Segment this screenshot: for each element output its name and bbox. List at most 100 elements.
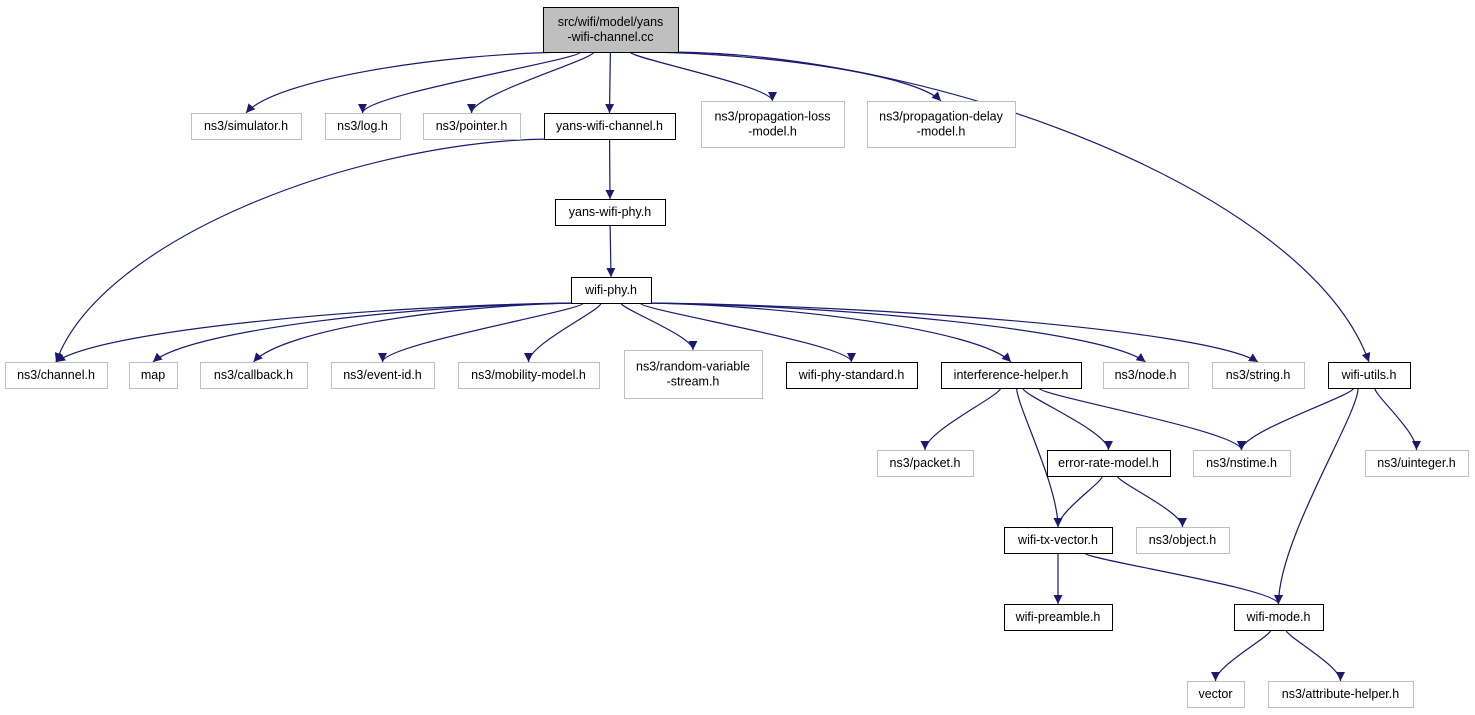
node-label: ns3/log.h bbox=[337, 119, 388, 133]
node-box bbox=[571, 277, 652, 304]
edge-wphy-to-wps bbox=[639, 302, 856, 363]
node-box bbox=[544, 113, 676, 140]
edge-path bbox=[671, 51, 1371, 363]
edge-path bbox=[1237, 387, 1355, 451]
edge-path bbox=[467, 51, 595, 114]
edge-path bbox=[1022, 387, 1113, 451]
node-label: ns3/nstime.h bbox=[1206, 456, 1277, 470]
node-box bbox=[941, 362, 1082, 389]
edge-path bbox=[650, 51, 942, 102]
node-label: ns3/packet.h bbox=[890, 456, 961, 470]
node-label: -model.h bbox=[917, 125, 966, 139]
edge-path bbox=[644, 302, 1146, 363]
node-box bbox=[555, 199, 666, 226]
edge-wutils-to-uinteger bbox=[1374, 387, 1421, 451]
node-label: ns3/simulator.h bbox=[204, 119, 288, 133]
edge-path bbox=[620, 302, 698, 351]
node-wps[interactable]: wifi-phy-standard.h bbox=[786, 362, 918, 389]
edge-path bbox=[606, 224, 616, 278]
node-box bbox=[701, 101, 845, 148]
node-box bbox=[1004, 527, 1113, 554]
node-txv[interactable]: wifi-tx-vector.h bbox=[1004, 527, 1113, 554]
edge-path bbox=[644, 302, 1012, 363]
edge-path bbox=[253, 302, 578, 363]
edge-wphy-to-string bbox=[644, 302, 1259, 363]
edge-root-to-pdm bbox=[650, 51, 942, 102]
node-box bbox=[331, 362, 435, 389]
node-ywc[interactable]: yans-wifi-channel.h bbox=[544, 113, 676, 140]
edge-path bbox=[1274, 387, 1359, 605]
edge-path bbox=[1016, 387, 1063, 528]
node-box bbox=[191, 113, 302, 140]
node-box bbox=[624, 350, 763, 399]
edge-wmode-to-attrh bbox=[1285, 629, 1345, 682]
edge-erm-to-object bbox=[1116, 475, 1187, 528]
node-box bbox=[458, 362, 600, 389]
edge-wphy-to-map bbox=[152, 302, 578, 363]
node-nstime: ns3/nstime.h bbox=[1193, 450, 1291, 477]
edge-wphy-to-channel bbox=[55, 302, 578, 363]
node-vector: vector bbox=[1187, 681, 1245, 708]
node-label: yans-wifi-phy.h bbox=[569, 205, 651, 219]
node-box bbox=[1004, 604, 1113, 631]
edge-path bbox=[152, 302, 578, 363]
node-box bbox=[5, 362, 108, 389]
edge-ih-to-packet bbox=[920, 387, 1002, 451]
node-pointer: ns3/pointer.h bbox=[423, 113, 521, 140]
edge-path bbox=[1116, 475, 1187, 528]
edge-erm-to-txv bbox=[1053, 475, 1104, 528]
edge-path bbox=[378, 302, 585, 363]
node-wphy[interactable]: wifi-phy.h bbox=[571, 277, 652, 304]
edge-wphy-to-eventid bbox=[378, 302, 585, 363]
node-root[interactable]: src/wifi/model/yans-wifi-channel.cc bbox=[543, 7, 679, 53]
edge-ih-to-erm bbox=[1022, 387, 1113, 451]
node-label: src/wifi/model/yans bbox=[558, 15, 664, 29]
node-label: wifi-mode.h bbox=[1246, 610, 1311, 624]
node-object: ns3/object.h bbox=[1136, 527, 1230, 554]
edge-path bbox=[1053, 475, 1104, 528]
edge-path bbox=[1211, 629, 1272, 682]
node-label: ns3/random-variable bbox=[636, 360, 750, 374]
node-label: -wifi-channel.cc bbox=[567, 30, 653, 44]
node-channel: ns3/channel.h bbox=[5, 362, 108, 389]
node-wutils[interactable]: wifi-utils.h bbox=[1328, 362, 1411, 389]
node-box bbox=[129, 362, 178, 389]
node-preamble[interactable]: wifi-preamble.h bbox=[1004, 604, 1113, 631]
node-label: ns3/string.h bbox=[1226, 368, 1291, 382]
node-label: ns3/node.h bbox=[1115, 368, 1177, 382]
edge-path bbox=[644, 302, 1259, 363]
node-box bbox=[1047, 450, 1171, 477]
node-mobility: ns3/mobility-model.h bbox=[458, 362, 600, 389]
node-box bbox=[867, 101, 1016, 148]
node-attrh: ns3/attribute-helper.h bbox=[1268, 681, 1414, 708]
node-label: ns3/propagation-loss bbox=[714, 110, 830, 124]
edge-path bbox=[358, 51, 582, 114]
node-label: -model.h bbox=[748, 125, 797, 139]
node-node: ns3/node.h bbox=[1103, 362, 1189, 389]
node-plm: ns3/propagation-loss-model.h bbox=[701, 101, 845, 148]
node-ywp[interactable]: yans-wifi-phy.h bbox=[555, 199, 666, 226]
node-box bbox=[1268, 681, 1414, 708]
node-uinteger: ns3/uinteger.h bbox=[1365, 450, 1469, 477]
edge-path bbox=[1285, 629, 1345, 682]
edge-path bbox=[639, 302, 856, 363]
node-label: ns3/mobility-model.h bbox=[471, 368, 586, 382]
edge-wphy-to-rvs bbox=[620, 302, 698, 351]
edge-ih-to-txv bbox=[1016, 387, 1063, 528]
edge-ywc-to-channel bbox=[54, 138, 551, 363]
node-ih[interactable]: interference-helper.h bbox=[941, 362, 1082, 389]
node-wmode[interactable]: wifi-mode.h bbox=[1234, 604, 1324, 631]
edge-root-to-log bbox=[358, 51, 582, 114]
edge-path bbox=[245, 51, 567, 114]
edge-path bbox=[920, 387, 1002, 451]
edge-path bbox=[629, 51, 777, 102]
edge-wutils-to-wmode bbox=[1274, 387, 1359, 605]
edge-wphy-to-ih bbox=[644, 302, 1012, 363]
node-box bbox=[1234, 604, 1324, 631]
node-label: wifi-preamble.h bbox=[1015, 610, 1101, 624]
node-label: wifi-tx-vector.h bbox=[1017, 533, 1098, 547]
node-erm[interactable]: error-rate-model.h bbox=[1047, 450, 1171, 477]
node-label: ns3/pointer.h bbox=[436, 119, 508, 133]
edge-ih-to-nstime bbox=[1038, 387, 1246, 451]
node-label: ns3/object.h bbox=[1149, 533, 1216, 547]
